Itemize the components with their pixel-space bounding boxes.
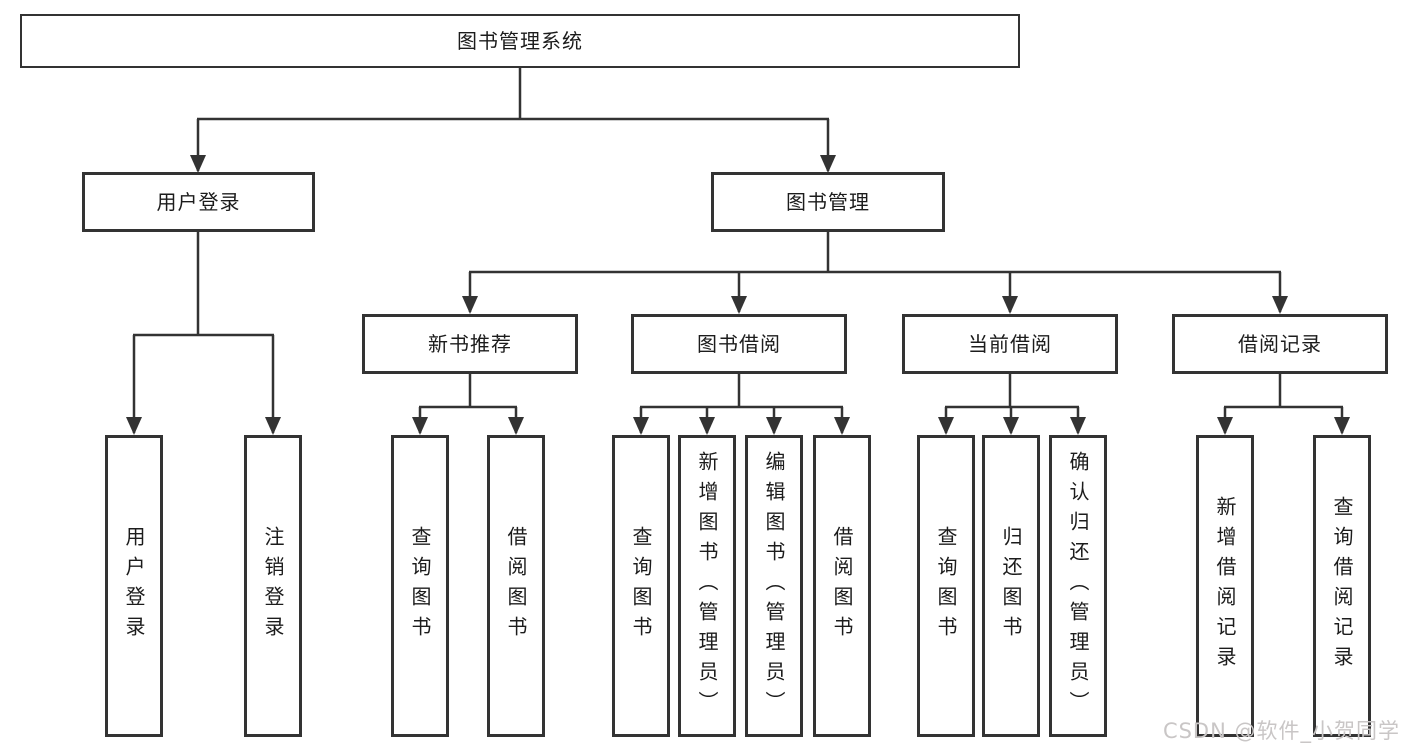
leaf-logout: 注销登录 [244, 435, 302, 737]
leaf-confirm-return-admin: 确认归还（管理员） [1049, 435, 1107, 737]
leaf-query-books-3: 查询图书 [917, 435, 975, 737]
leaf-return-books: 归还图书 [982, 435, 1040, 737]
leaf-query-books-2: 查询图书 [612, 435, 670, 737]
node-user-login: 用户登录 [82, 172, 315, 232]
node-root-system: 图书管理系统 [20, 14, 1020, 68]
node-book-management: 图书管理 [711, 172, 945, 232]
leaf-user-login: 用户登录 [105, 435, 163, 737]
node-book-borrow: 图书借阅 [631, 314, 847, 374]
leaf-borrow-books-1: 借阅图书 [487, 435, 545, 737]
leaf-query-borrow-record: 查询借阅记录 [1313, 435, 1371, 737]
leaf-query-books-1: 查询图书 [391, 435, 449, 737]
leaf-add-borrow-record: 新增借阅记录 [1196, 435, 1254, 737]
node-new-book-recommend: 新书推荐 [362, 314, 578, 374]
node-borrow-records: 借阅记录 [1172, 314, 1388, 374]
node-current-borrow: 当前借阅 [902, 314, 1118, 374]
csdn-watermark: CSDN @软件_小贺同学 [1162, 719, 1400, 743]
leaf-borrow-books-2: 借阅图书 [813, 435, 871, 737]
leaf-edit-books-admin: 编辑图书（管理员） [745, 435, 803, 737]
leaf-add-books-admin: 新增图书（管理员） [678, 435, 736, 737]
